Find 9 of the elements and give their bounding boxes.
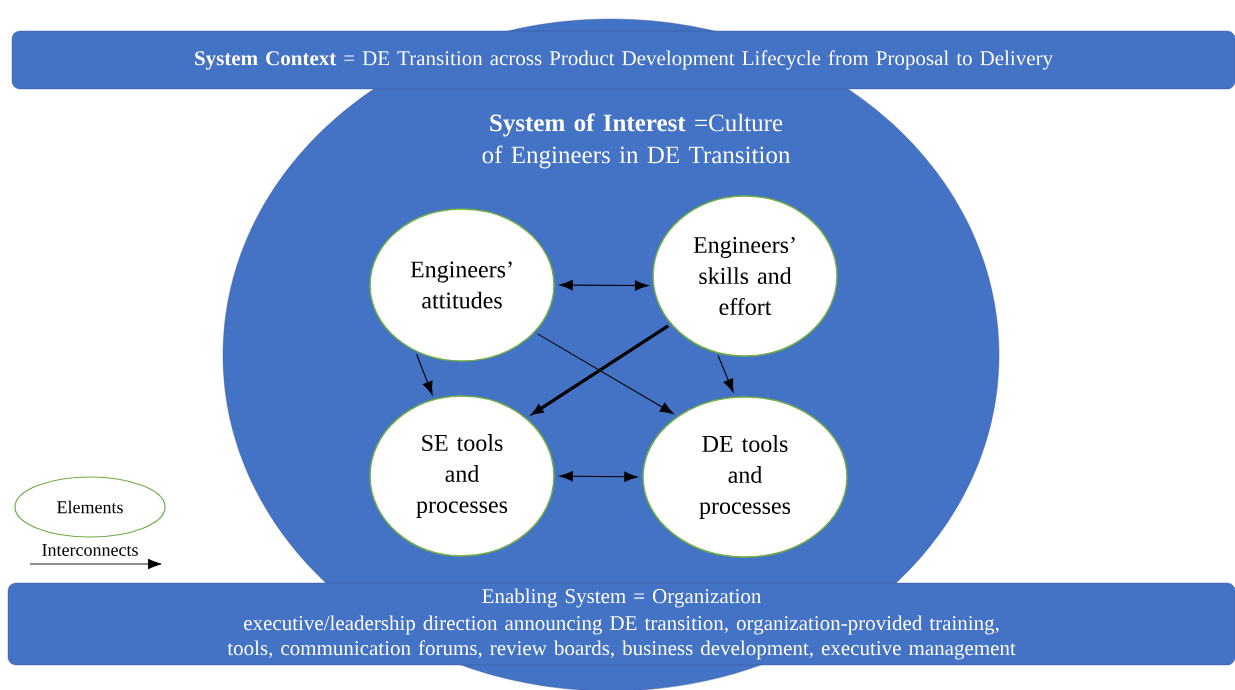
arrow — [537, 333, 674, 415]
arrow — [717, 355, 734, 393]
arrow — [416, 353, 433, 395]
arrow — [559, 471, 638, 482]
arrow — [559, 280, 649, 291]
legend-label: Interconnects — [42, 544, 138, 556]
context-band: System Context = DE Transition across Product Development Lifecycle from Proposal to Delivery — [11, 30, 1235, 90]
context-band: Enabling System = Organization executive/leadership direction announcing DE transition, organization-provided training, tools, communication forums, review boards, business development, executive management — [7, 582, 1235, 666]
arrow — [532, 324, 670, 415]
